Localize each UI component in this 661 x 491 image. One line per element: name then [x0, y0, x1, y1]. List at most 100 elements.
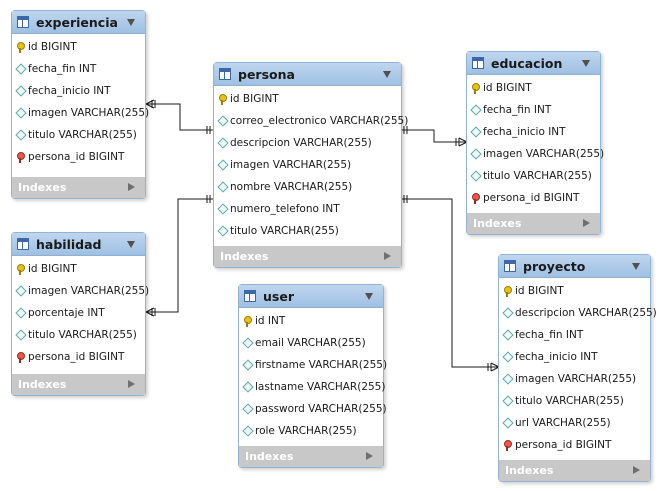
- indexes-section[interactable]: Indexes: [12, 177, 145, 198]
- column-row[interactable]: persona_id BIGINT: [12, 146, 145, 168]
- relationship-persona-experiencia[interactable]: [145, 99, 214, 134]
- column-diamond-icon: [218, 182, 227, 192]
- column-diamond-icon: [218, 204, 227, 214]
- column-row[interactable]: id BIGINT: [467, 77, 600, 99]
- collapse-triangle-icon[interactable]: [365, 293, 373, 300]
- column-row[interactable]: fecha_fin INT: [467, 99, 600, 121]
- column-row[interactable]: fecha_inicio INT: [467, 121, 600, 143]
- table-name: habilidad: [36, 236, 102, 252]
- column-row[interactable]: fecha_inicio INT: [499, 346, 650, 368]
- indexes-section[interactable]: Indexes: [499, 460, 650, 481]
- column-row[interactable]: id BIGINT: [499, 280, 650, 302]
- column-row[interactable]: email VARCHAR(255): [239, 332, 383, 354]
- column-row[interactable]: numero_telefono INT: [214, 198, 401, 220]
- indexes-section[interactable]: Indexes: [239, 446, 383, 467]
- expand-arrow-icon[interactable]: [633, 466, 640, 474]
- expand-arrow-icon[interactable]: [128, 183, 135, 191]
- table-header[interactable]: educacion: [467, 52, 600, 75]
- column-row[interactable]: correo_electronico VARCHAR(255): [214, 110, 408, 132]
- column-row[interactable]: fecha_fin INT: [499, 324, 650, 346]
- relationship-persona-proyecto[interactable]: [401, 195, 500, 372]
- column-label: persona_id BIGINT: [28, 151, 125, 163]
- collapse-triangle-icon[interactable]: [127, 19, 135, 26]
- indexes-section[interactable]: Indexes: [12, 374, 145, 395]
- column-row[interactable]: lastname VARCHAR(255): [239, 376, 386, 398]
- column-row[interactable]: id BIGINT: [12, 258, 145, 280]
- table-name: experiencia: [36, 14, 118, 30]
- column-diamond-icon: [471, 105, 480, 115]
- column-row[interactable]: fecha_inicio INT: [12, 80, 145, 102]
- column-diamond-icon: [503, 330, 512, 340]
- table-name: persona: [238, 66, 295, 82]
- column-label: role VARCHAR(255): [255, 425, 357, 437]
- column-diamond-icon: [503, 396, 512, 406]
- table-icon: [472, 57, 484, 69]
- column-row[interactable]: persona_id BIGINT: [12, 346, 145, 368]
- column-label: titulo VARCHAR(255): [515, 395, 624, 407]
- column-row[interactable]: imagen VARCHAR(255): [12, 102, 149, 124]
- column-row[interactable]: descripcion VARCHAR(255): [499, 302, 657, 324]
- column-row[interactable]: porcentaje INT: [12, 302, 145, 324]
- column-row[interactable]: titulo VARCHAR(255): [499, 390, 650, 412]
- column-row[interactable]: url VARCHAR(255): [499, 412, 650, 434]
- expand-arrow-icon[interactable]: [384, 252, 391, 260]
- collapse-triangle-icon[interactable]: [383, 71, 391, 78]
- column-row[interactable]: password VARCHAR(255): [239, 398, 387, 420]
- expand-arrow-icon[interactable]: [366, 452, 373, 460]
- indexes-section[interactable]: Indexes: [467, 213, 600, 234]
- column-label: fecha_inicio INT: [28, 85, 111, 97]
- collapse-triangle-icon[interactable]: [582, 60, 590, 67]
- column-row[interactable]: imagen VARCHAR(255): [214, 154, 401, 176]
- table-header[interactable]: persona: [214, 63, 401, 86]
- expand-arrow-icon[interactable]: [128, 380, 135, 388]
- column-row[interactable]: id BIGINT: [214, 88, 401, 110]
- table-icon: [17, 16, 29, 28]
- column-row[interactable]: firstname VARCHAR(255): [239, 354, 387, 376]
- expand-arrow-icon[interactable]: [583, 219, 590, 227]
- column-row[interactable]: imagen VARCHAR(255): [12, 280, 149, 302]
- column-row[interactable]: id BIGINT: [12, 36, 145, 58]
- collapse-triangle-icon[interactable]: [632, 263, 640, 270]
- column-diamond-icon: [471, 127, 480, 137]
- column-diamond-icon: [503, 352, 512, 362]
- column-row[interactable]: titulo VARCHAR(255): [467, 165, 600, 187]
- column-diamond-icon: [503, 418, 512, 428]
- foreign-key-icon: [16, 352, 25, 363]
- table-icon: [504, 260, 516, 272]
- indexes-label: Indexes: [220, 250, 269, 263]
- column-row[interactable]: titulo VARCHAR(255): [12, 124, 145, 146]
- column-row[interactable]: id INT: [239, 310, 383, 332]
- column-row[interactable]: titulo VARCHAR(255): [214, 220, 401, 242]
- relationship-persona-habilidad[interactable]: [145, 195, 214, 317]
- column-diamond-icon: [16, 286, 25, 296]
- table-header[interactable]: user: [239, 285, 383, 308]
- column-row[interactable]: fecha_fin INT: [12, 58, 145, 80]
- column-row[interactable]: imagen VARCHAR(255): [467, 143, 604, 165]
- table-header[interactable]: habilidad: [12, 233, 145, 256]
- column-label: fecha_inicio INT: [483, 126, 566, 138]
- column-label: imagen VARCHAR(255): [28, 285, 150, 297]
- column-label: lastname VARCHAR(255): [255, 381, 386, 393]
- table-habilidad[interactable]: habilidad id BIGINT imagen VARCHAR(255) po…: [11, 232, 149, 396]
- table-header[interactable]: proyecto: [499, 255, 650, 278]
- table-icon: [244, 290, 256, 302]
- column-row[interactable]: nombre VARCHAR(255): [214, 176, 401, 198]
- relationship-persona-educacion[interactable]: [401, 126, 468, 147]
- indexes-section[interactable]: Indexes: [214, 246, 401, 267]
- column-row[interactable]: persona_id BIGINT: [467, 187, 600, 209]
- table-header[interactable]: experiencia: [12, 11, 145, 34]
- primary-key-icon: [243, 316, 252, 327]
- column-label: imagen VARCHAR(255): [515, 373, 637, 385]
- column-row[interactable]: descripcion VARCHAR(255): [214, 132, 401, 154]
- column-diamond-icon: [16, 330, 25, 340]
- column-row[interactable]: persona_id BIGINT: [499, 434, 650, 456]
- column-row[interactable]: role VARCHAR(255): [239, 420, 383, 442]
- column-row[interactable]: imagen VARCHAR(255): [499, 368, 650, 390]
- column-row[interactable]: titulo VARCHAR(255): [12, 324, 145, 346]
- collapse-triangle-icon[interactable]: [127, 241, 135, 248]
